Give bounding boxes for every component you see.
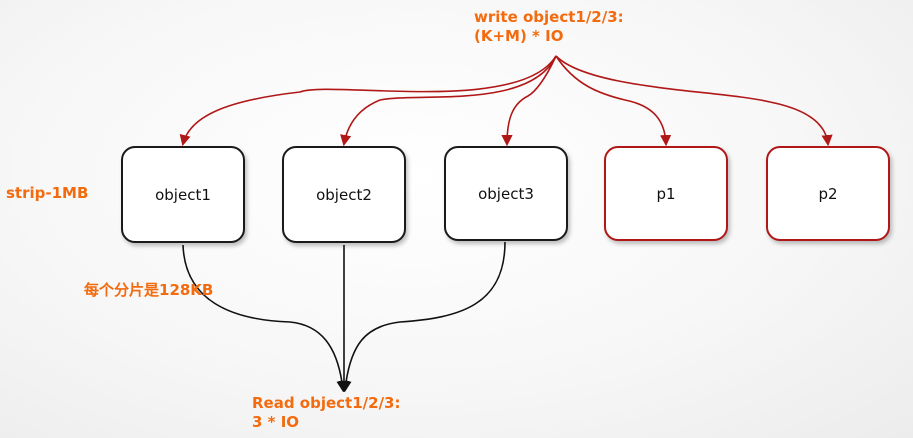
object1-node: object1	[121, 146, 245, 243]
write-arrow-object2	[340, 55, 557, 147]
write-io-label: write object1/2/3: (K+M) * IO	[474, 8, 624, 46]
write-io-label-line2: (K+M) * IO	[474, 27, 564, 45]
write-arrow-object1	[179, 55, 557, 147]
read-arrow-object3	[340, 241, 506, 393]
write-io-label-line1: write object1/2/3:	[474, 8, 624, 26]
read-io-label: Read object1/2/3: 3 * IO	[252, 394, 401, 432]
p2-parity-node: p2	[766, 146, 890, 241]
write-arrow-object3	[501, 55, 557, 147]
p1-parity-node: p1	[604, 146, 728, 241]
strip-size-label: strip-1MB	[6, 184, 89, 202]
object2-node: object2	[282, 146, 406, 243]
read-io-label-line2: 3 * IO	[252, 413, 300, 431]
write-arrow-p2	[555, 55, 833, 147]
object3-node: object3	[444, 146, 568, 241]
read-io-label-line1: Read object1/2/3:	[252, 394, 401, 412]
chunk-size-label: 每个分片是128KB	[84, 281, 214, 299]
read-arrow-object1	[182, 244, 348, 393]
write-arrow-p1	[555, 55, 672, 147]
